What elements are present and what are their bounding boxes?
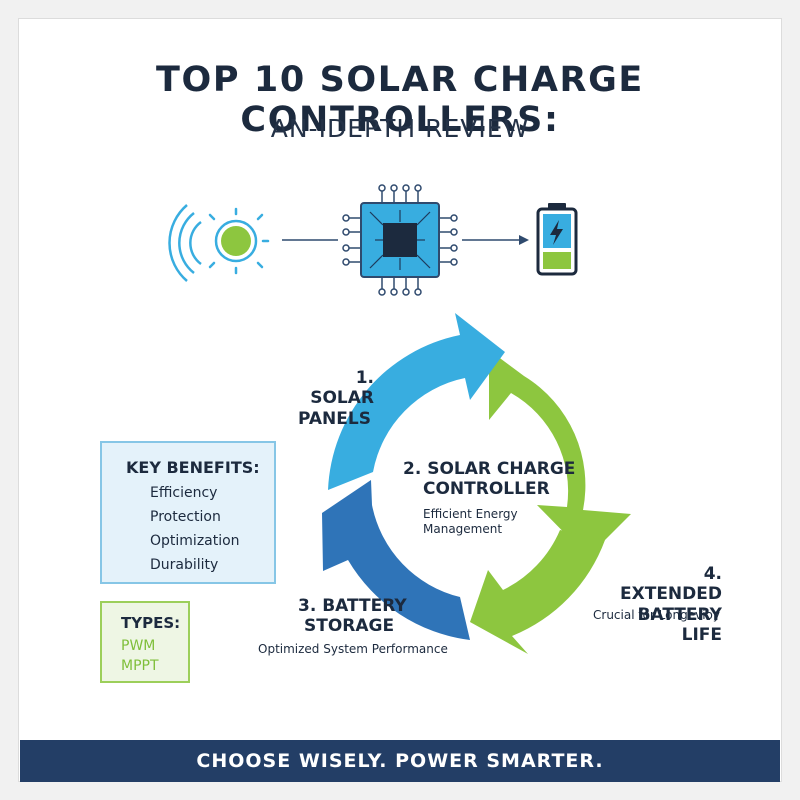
- step2-label: 2. SOLAR CHARGE CONTROLLER: [403, 459, 575, 500]
- cycle-arrow-blue-light: [328, 313, 505, 490]
- step4-description: Crucial for Longevioy: [593, 608, 720, 622]
- cycle-arrow-blue-dark: [322, 480, 470, 640]
- step3-line2: STORAGE: [304, 616, 395, 637]
- step1-label: 1. SOLAR PANELS: [298, 368, 374, 429]
- benefit-label: Protection: [150, 509, 221, 525]
- footer-text: CHOOSE WISELY. POWER SMARTER.: [196, 750, 604, 772]
- step3-description: Optimized System Performance: [258, 642, 448, 656]
- step3-line1: 3. BATTERY: [298, 596, 407, 616]
- cycle-arrow-green-top: [489, 350, 631, 557]
- cycle-diagram: [322, 313, 631, 654]
- step4-line1: 4. EXTENDED: [620, 564, 722, 605]
- benefit-label: Optimization: [150, 533, 240, 549]
- key-benefits-box: KEY BENEFITS: Efficiency Protection Opti…: [100, 441, 276, 584]
- step4-label: 4. EXTENDED BATTERY LIFE: [596, 564, 722, 646]
- type-item-mppt: MPPT: [121, 658, 159, 674]
- step3-label: 3. BATTERY STORAGE: [298, 596, 407, 637]
- page-title: TOP 10 SOLAR CHARGE CONTROLLERS:: [156, 60, 644, 140]
- step2-line1: 2. SOLAR CHARGE: [403, 459, 576, 479]
- step2-description: Efficient Energy Management: [423, 507, 518, 537]
- step4-line2: BATTERY LIFE: [637, 604, 722, 646]
- battery-icon: [536, 203, 578, 276]
- step2-line2: CONTROLLER: [423, 479, 550, 500]
- sun-icon: [168, 204, 270, 282]
- benefit-item: Durability: [150, 557, 218, 573]
- type-item-pwm: PWM: [121, 638, 156, 654]
- footer-banner: CHOOSE WISELY. POWER SMARTER.: [20, 740, 780, 782]
- step2-desc-line2: Management: [423, 522, 503, 536]
- step2-desc-line1: Efficient Energy: [423, 507, 518, 521]
- key-benefits-title: KEY BENEFITS:: [126, 458, 260, 477]
- benefit-item: Optimization: [150, 533, 240, 549]
- step1-line2: PANELS: [298, 408, 371, 429]
- cycle-arrow-green-bottom: [470, 530, 605, 654]
- step1-line1: 1. SOLAR: [310, 368, 374, 409]
- benefit-label: Efficiency: [150, 485, 218, 501]
- benefit-item: Efficiency: [150, 485, 217, 501]
- arrow-head-icon: [519, 235, 529, 245]
- page-subtitle: AN-IDEPTH REVIEW: [270, 114, 530, 143]
- benefit-item: Protection: [150, 509, 221, 525]
- types-title: TYPES:: [121, 614, 181, 632]
- controller-chip-icon: [342, 184, 458, 296]
- types-box: TYPES: PWM MPPT: [100, 601, 190, 683]
- benefit-label: Durability: [150, 557, 219, 573]
